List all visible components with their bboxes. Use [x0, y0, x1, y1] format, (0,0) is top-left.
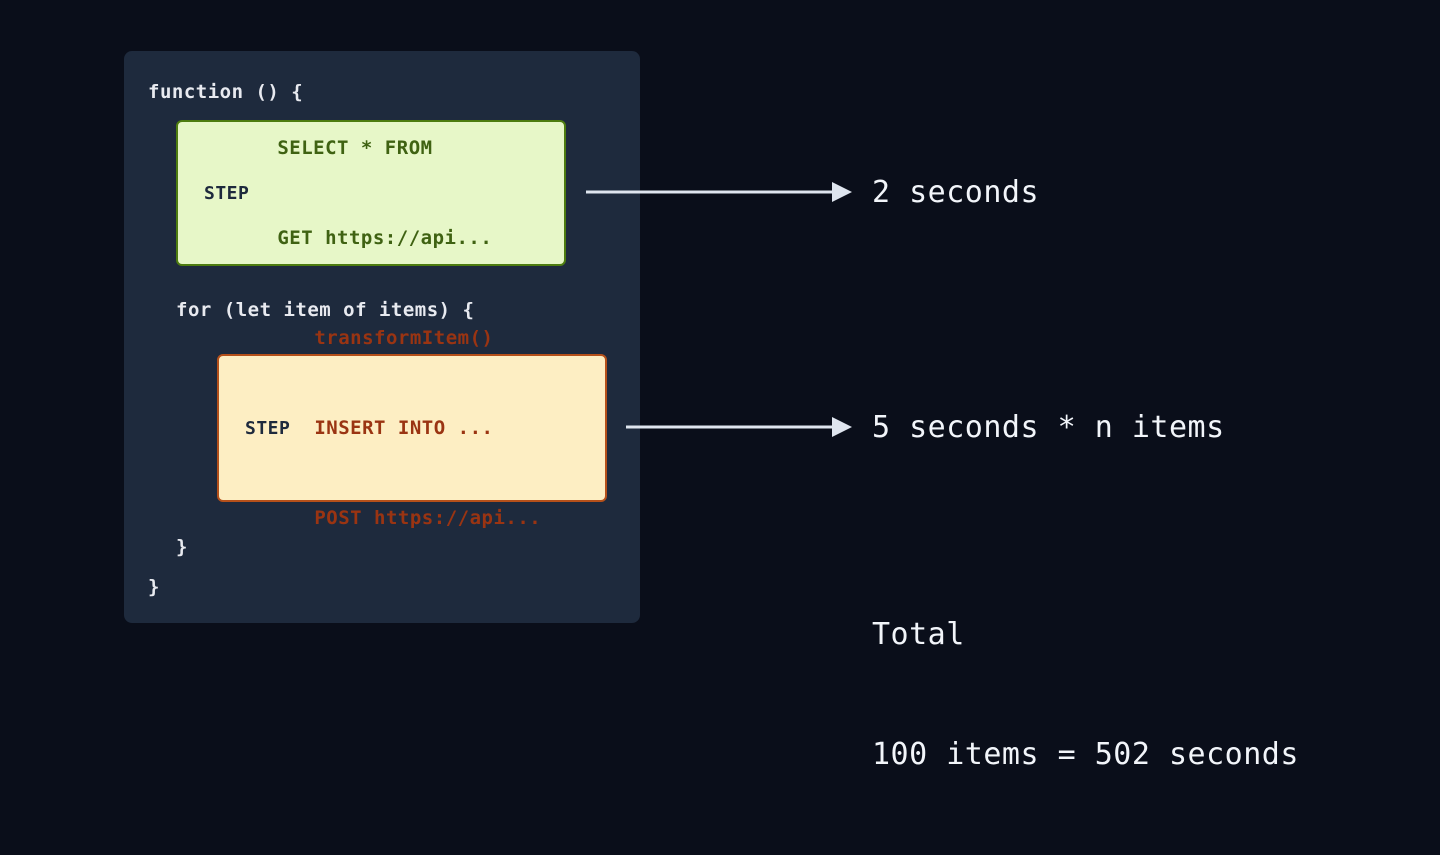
step-1-code: SELECT * FROM GET https://api... [277, 73, 492, 313]
diagram-canvas: function () { STEP SELECT * FROM GET htt… [124, 51, 1298, 772]
step-box-2[interactable]: STEP transformItem() INSERT INTO ... POS… [217, 327, 607, 529]
step-2-code-line-1: transformItem() [314, 327, 494, 349]
total-heading: Total [872, 617, 965, 652]
step-2-code-line-3: POST https://api... [314, 507, 542, 529]
arrow-to-annotation-1 [586, 182, 852, 202]
code-panel: function () { STEP SELECT * FROM GET htt… [124, 51, 640, 623]
arrow-1-head [832, 182, 852, 202]
code-line-for-loop: for (let item of items) { [176, 299, 475, 321]
annotation-step-2-duration: 5 seconds * n items [872, 410, 1225, 445]
code-line-function: function () { [148, 81, 304, 103]
step-2-label: STEP [245, 417, 291, 439]
annotation-step-1-duration: 2 seconds [872, 175, 1040, 210]
step-box-1[interactable]: STEP SELECT * FROM GET https://api... [176, 120, 566, 266]
step-2-code: transformItem() INSERT INTO ... POST htt… [314, 263, 541, 593]
step-2-code-line-2: INSERT INTO ... [314, 417, 494, 439]
code-line-close-inner: } [176, 536, 188, 558]
code-line-close-outer: } [148, 576, 160, 598]
total-block: Total 100 items = 502 seconds [872, 535, 1299, 855]
step-1-code-line-1: SELECT * FROM [277, 137, 433, 159]
step-1-code-line-2: GET https://api... [277, 227, 493, 249]
arrow-to-annotation-2 [626, 417, 852, 437]
total-summary: 100 items = 502 seconds [872, 737, 1299, 772]
arrow-2-head [832, 417, 852, 437]
step-1-label: STEP [204, 182, 250, 204]
